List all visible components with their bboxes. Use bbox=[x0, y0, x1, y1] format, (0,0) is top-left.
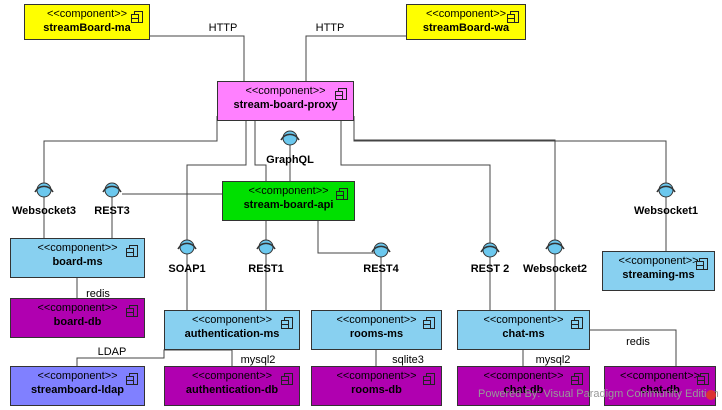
component-api[interactable]: <<component>> stream-board-api bbox=[222, 181, 355, 221]
component-name: board-db bbox=[53, 316, 102, 328]
component-icon bbox=[507, 11, 519, 23]
interface-label-rest4: REST4 bbox=[363, 263, 399, 275]
component-name: streamboard-ldap bbox=[31, 384, 124, 396]
component-stereotype: <<component>> bbox=[191, 314, 273, 326]
component-stereotype: <<component>> bbox=[336, 370, 417, 382]
component-icon bbox=[131, 11, 143, 23]
component-stereotype: <<component>> bbox=[46, 8, 128, 20]
interface-ws2-symbol bbox=[545, 239, 565, 255]
component-icon bbox=[423, 373, 435, 385]
component-name: streamBoard-ma bbox=[43, 22, 131, 34]
component-icon bbox=[126, 305, 138, 317]
connector-line bbox=[305, 35, 467, 81]
interface-label-soap1: SOAP1 bbox=[168, 263, 206, 275]
connector-line bbox=[43, 116, 218, 190]
connector-line bbox=[353, 116, 667, 190]
interface-rest4-symbol bbox=[371, 242, 391, 258]
connector-line bbox=[76, 349, 232, 366]
component-icon bbox=[696, 258, 708, 270]
connector-label-sqlite: sqlite3 bbox=[392, 354, 424, 366]
interface-ws1-symbol bbox=[656, 182, 676, 198]
component-icon bbox=[423, 317, 435, 329]
connector-line bbox=[590, 329, 677, 366]
component-chatdb2[interactable]: <<component>> chat-db bbox=[604, 366, 716, 406]
component-chat[interactable]: <<component>> chat-ms bbox=[457, 310, 590, 350]
connector-line bbox=[86, 35, 245, 81]
interface-ws3-symbol bbox=[34, 182, 54, 198]
component-icon bbox=[281, 317, 293, 329]
interface-label-rest3: REST3 bbox=[94, 205, 130, 217]
connector-label-mysql1: mysql2 bbox=[240, 354, 276, 366]
interface-label-ws3: Websocket3 bbox=[12, 205, 76, 217]
interface-rest1-symbol bbox=[256, 239, 276, 255]
component-icon bbox=[126, 245, 138, 257]
component-icon bbox=[281, 373, 293, 385]
component-stereotype: <<component>> bbox=[37, 302, 118, 314]
interface-soap1-symbol bbox=[177, 239, 197, 255]
component-auth[interactable]: <<component>> authentication-ms bbox=[164, 310, 300, 350]
component-proxy[interactable]: <<component>> stream-board-proxy bbox=[217, 81, 354, 121]
connector-label-ldap: LDAP bbox=[97, 346, 127, 358]
component-name: chat-db bbox=[640, 384, 680, 396]
connector-label-http1: HTTP bbox=[208, 22, 238, 34]
component-wa[interactable]: <<component>> streamBoard-wa bbox=[406, 4, 526, 40]
connector-line bbox=[186, 121, 247, 247]
component-icon bbox=[571, 317, 583, 329]
component-icon bbox=[335, 88, 347, 100]
connector-label-redis1: redis bbox=[86, 288, 110, 300]
component-chatdb[interactable]: <<component>> chat-db bbox=[457, 366, 590, 406]
connector-label-redis2: redis bbox=[626, 336, 650, 348]
interface-graphql-symbol bbox=[280, 130, 300, 146]
component-stereotype: <<component>> bbox=[191, 370, 273, 382]
interface-label-graphql: GraphQL bbox=[266, 154, 314, 166]
component-rooms[interactable]: <<component>> rooms-ms bbox=[311, 310, 442, 350]
interface-label-rest1: REST1 bbox=[248, 263, 284, 275]
component-stereotype: <<component>> bbox=[37, 370, 118, 382]
component-name: rooms-db bbox=[351, 384, 402, 396]
component-name: chat-db bbox=[503, 384, 544, 396]
component-stereotype: <<component>> bbox=[425, 8, 507, 20]
component-name: stream-board-proxy bbox=[233, 99, 338, 111]
component-streaming[interactable]: <<component>> streaming-ms bbox=[602, 251, 715, 291]
component-stereotype: <<component>> bbox=[483, 314, 564, 326]
interface-label-rest2: REST 2 bbox=[470, 263, 510, 275]
component-name: authentication-db bbox=[185, 384, 279, 396]
interface-rest2-symbol bbox=[480, 242, 500, 258]
connector-label-http2: HTTP bbox=[315, 22, 345, 34]
component-ldap[interactable]: <<component>> streamboard-ldap bbox=[10, 366, 145, 406]
component-board[interactable]: <<component>> board-ms bbox=[10, 238, 145, 278]
visual-paradigm-logo-icon bbox=[706, 390, 716, 400]
component-stereotype: <<component>> bbox=[245, 85, 326, 97]
component-name: streamBoard-wa bbox=[422, 22, 510, 34]
connector-line bbox=[353, 121, 556, 247]
connector-label-mysql2: mysql2 bbox=[535, 354, 571, 366]
component-roomsdb[interactable]: <<component>> rooms-db bbox=[311, 366, 442, 406]
interface-label-ws1: Websocket1 bbox=[634, 205, 698, 217]
component-stereotype: <<component>> bbox=[336, 314, 417, 326]
component-name: chat-ms bbox=[502, 328, 545, 340]
component-name: stream-board-api bbox=[243, 199, 334, 211]
watermark-text: Powered By: Visual Paradigm Community Ed… bbox=[478, 388, 719, 400]
connector-line bbox=[317, 221, 375, 254]
connector-line bbox=[340, 121, 491, 250]
component-name: authentication-ms bbox=[184, 328, 280, 340]
component-icon bbox=[336, 188, 348, 200]
component-name: streaming-ms bbox=[622, 269, 695, 281]
component-ma[interactable]: <<component>> streamBoard-ma bbox=[24, 4, 150, 40]
component-stereotype: <<component>> bbox=[619, 370, 701, 382]
component-stereotype: <<component>> bbox=[37, 242, 118, 254]
component-icon bbox=[571, 373, 583, 385]
component-boarddb[interactable]: <<component>> board-db bbox=[10, 298, 145, 338]
component-icon bbox=[126, 373, 138, 385]
component-icon bbox=[697, 373, 709, 385]
component-stereotype: <<component>> bbox=[248, 185, 329, 197]
component-stereotype: <<component>> bbox=[618, 255, 699, 267]
component-stereotype: <<component>> bbox=[483, 370, 564, 382]
component-name: board-ms bbox=[52, 256, 103, 268]
interface-label-ws2: Websocket2 bbox=[523, 263, 587, 275]
component-name: rooms-ms bbox=[349, 328, 404, 340]
interface-rest3-symbol bbox=[102, 182, 122, 198]
component-authdb[interactable]: <<component>> authentication-db bbox=[164, 366, 300, 406]
